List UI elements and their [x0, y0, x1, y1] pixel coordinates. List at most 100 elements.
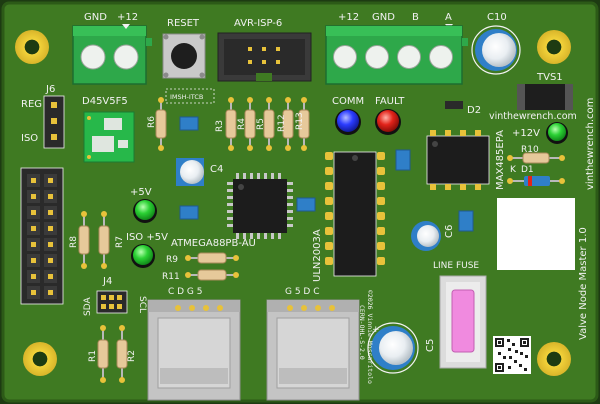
capacitor-c10 — [471, 25, 521, 75]
sensor-connector-right[interactable] — [266, 299, 360, 401]
label-reset: RESET — [167, 18, 200, 29]
regulator-module-d45v5f5 — [83, 111, 135, 163]
resistor-r3 — [225, 97, 237, 151]
label-r4: R4 — [237, 118, 247, 130]
label-line-fuse: LINE FUSE — [433, 261, 479, 271]
resistor-r11 — [185, 269, 239, 281]
label-website-vertical: vinthewrench.com — [585, 98, 596, 190]
smd-capacitor — [179, 116, 199, 131]
label-c5: C5 — [425, 339, 436, 352]
label-copyright: ©2026 Vinnie Moscaritolo — [366, 290, 374, 384]
label-c6: C6 — [444, 225, 455, 238]
label-cern: CERN-OHL-S-2.0 — [358, 305, 366, 360]
label-plus5v: +5V — [130, 187, 152, 198]
led-fault — [375, 109, 401, 135]
label-reg: REG — [21, 99, 42, 110]
smd-capacitor — [296, 197, 316, 212]
label-r6: R6 — [147, 116, 157, 128]
label-r2: R2 — [127, 350, 137, 362]
label-r11: R11 — [162, 272, 180, 282]
label-d1: D1 — [521, 165, 534, 175]
label-r10: R10 — [521, 145, 539, 155]
resistor-r12 — [282, 97, 294, 151]
resistor-r6 — [155, 97, 167, 151]
silkscreen-label-area — [497, 198, 575, 270]
ic-atmega88pb — [227, 173, 293, 239]
label-gnd-left: GND — [84, 12, 107, 23]
led-iso5v — [131, 244, 155, 268]
resistor-r1 — [97, 325, 109, 383]
sensor-connector-left[interactable] — [147, 299, 241, 401]
label-r1: R1 — [88, 350, 98, 362]
tvs-diode-tvs1 — [517, 84, 573, 110]
label-atmega: ATMEGA88PB-AU — [171, 238, 256, 249]
label-fault: FAULT — [375, 96, 405, 107]
label-r9: R9 — [166, 255, 178, 265]
capacitor-c4 — [176, 158, 204, 186]
pin-header-main[interactable] — [20, 167, 64, 305]
label-tvs1: TVS1 — [536, 72, 563, 83]
resistor-r8 — [78, 211, 90, 269]
label-comm: COMM — [332, 96, 364, 107]
jumper-j6[interactable] — [43, 95, 65, 149]
smd-capacitor — [458, 210, 474, 232]
mounting-hole-bl — [23, 342, 57, 376]
diode-d1 — [507, 176, 565, 186]
label-c4: C4 — [210, 164, 223, 175]
terminal-block-rs485 — [325, 25, 468, 85]
label-iso: ISO — [21, 133, 38, 144]
label-uln2003a: ULN2003A — [312, 229, 323, 282]
mounting-hole-tr — [537, 30, 571, 64]
diode-d2 — [445, 101, 463, 109]
avr-isp-header[interactable] — [217, 32, 312, 82]
resistor-r13 — [298, 97, 310, 151]
resistor-r7 — [98, 211, 110, 269]
svg-text:+: + — [372, 325, 380, 335]
resistor-r4 — [244, 97, 256, 151]
mounting-hole-br — [537, 342, 571, 376]
label-scl: SCL — [137, 296, 147, 313]
label-connector-left-pins: C D G 5 — [168, 287, 203, 297]
capacitor-c6 — [411, 221, 441, 251]
label-r5: R5 — [256, 118, 266, 130]
smd-capacitor — [179, 205, 199, 220]
smd-capacitor — [395, 149, 411, 171]
label-b: B — [412, 12, 419, 23]
label-plus12-right: +12 — [338, 12, 359, 23]
resistor-r2 — [116, 325, 128, 383]
led-plus5v — [133, 199, 157, 223]
reset-button[interactable] — [162, 33, 206, 79]
label-r7: R7 — [115, 236, 125, 248]
label-iso5v: ISO +5V — [126, 232, 168, 243]
i2c-header-j4[interactable] — [96, 290, 128, 314]
label-c10: C10 — [487, 12, 507, 23]
led-comm — [335, 109, 361, 135]
label-imsh: IMSH-ITCB — [170, 93, 203, 101]
label-sda: SDA — [83, 297, 93, 316]
ic-uln2003a — [325, 151, 385, 277]
label-valve-node: Valve Node Master 1.0 — [578, 227, 589, 340]
mounting-hole-tl — [15, 30, 49, 64]
fuse-holder — [439, 275, 487, 369]
label-plus12-left: +12 — [117, 12, 138, 23]
resistor-r10 — [507, 152, 565, 164]
label-j4: J4 — [102, 276, 112, 287]
label-j6: J6 — [45, 84, 55, 95]
label-plus12v: +12V — [512, 128, 540, 139]
label-a: A — [445, 12, 452, 23]
label-r13: R13 — [295, 112, 305, 130]
qr-code — [493, 336, 531, 374]
label-r12: R12 — [277, 114, 287, 132]
label-r3: R3 — [215, 120, 225, 132]
resistor-r9 — [185, 252, 239, 264]
resistor-r5 — [263, 97, 275, 151]
label-website: vinthewrench.com — [489, 111, 577, 122]
label-d45v5f5: D45V5F5 — [82, 96, 128, 107]
label-avr-isp: AVR-ISP-6 — [234, 18, 282, 29]
terminal-block-power-left — [72, 25, 152, 85]
label-d2: D2 — [467, 105, 481, 116]
label-k: K — [510, 165, 517, 175]
capacitor-c5 — [367, 322, 419, 374]
led-plus12v — [546, 122, 568, 144]
